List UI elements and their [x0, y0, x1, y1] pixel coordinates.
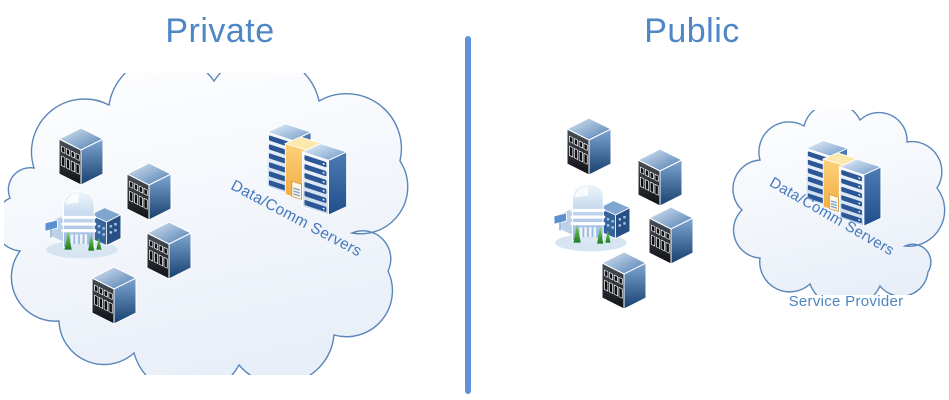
private-title: Private: [165, 12, 275, 50]
public-title: Public: [644, 12, 740, 50]
divider-line: [465, 36, 471, 394]
office-building-icon: [91, 266, 137, 326]
office-building-icon: [58, 127, 104, 187]
enterprise-building-icon: [43, 186, 125, 260]
office-building-icon: [126, 162, 172, 222]
service-provider-label: Service Provider: [788, 293, 904, 310]
office-building-icon: [146, 221, 192, 281]
office-building-icon: [566, 117, 612, 177]
office-building-icon: [648, 206, 694, 266]
office-building-icon: [637, 148, 683, 208]
enterprise-building-icon: [552, 179, 634, 253]
office-building-icon: [601, 251, 647, 311]
